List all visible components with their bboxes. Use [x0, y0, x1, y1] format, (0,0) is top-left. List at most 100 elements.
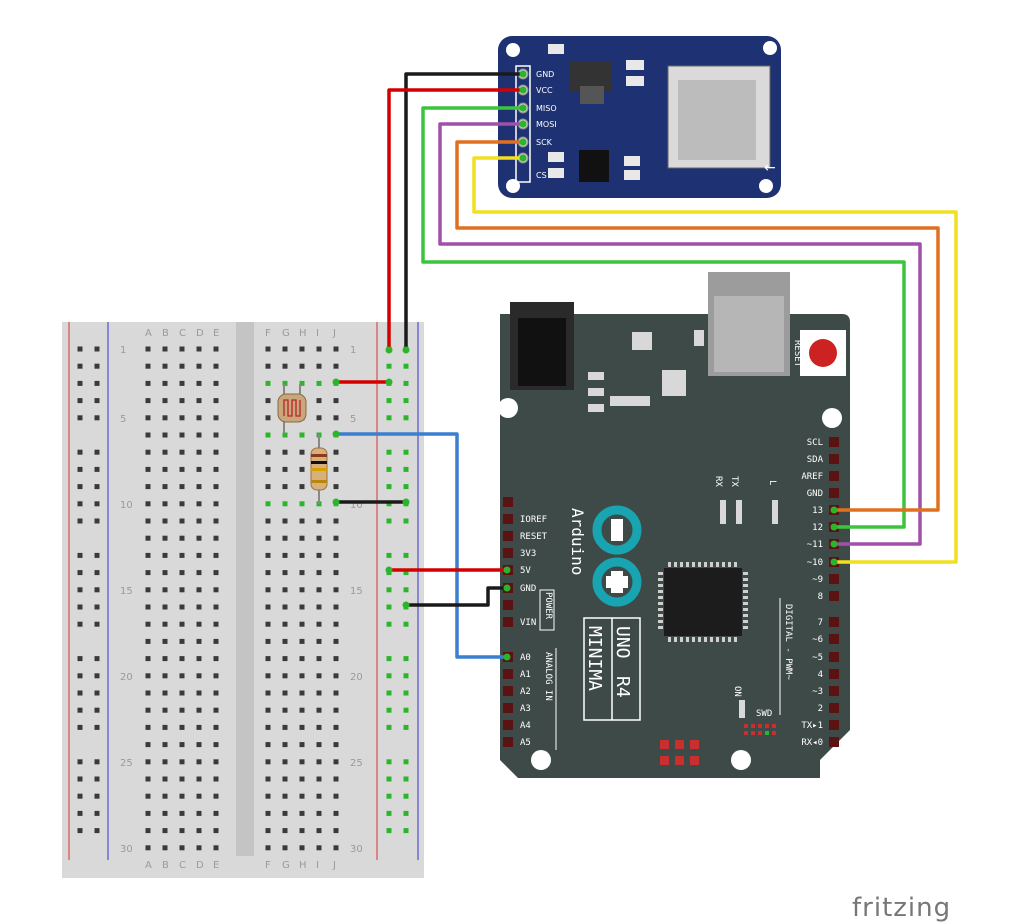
- mcu-pin: [686, 637, 689, 642]
- rail-hole: [94, 690, 100, 696]
- breadboard-hole: [196, 759, 202, 765]
- breadboard-hole: [282, 518, 288, 524]
- header-pin[interactable]: [829, 669, 839, 679]
- header-pin[interactable]: [829, 437, 839, 447]
- header-pin[interactable]: [829, 652, 839, 662]
- breadboard-hole: [265, 518, 271, 524]
- rail-hole: [94, 724, 100, 730]
- icsp-pin: [690, 740, 699, 749]
- header-pin[interactable]: [829, 737, 839, 747]
- breadboard-hole: [333, 604, 339, 610]
- header-pin[interactable]: [503, 600, 513, 610]
- breadboard-hole: [196, 656, 202, 662]
- breadboard-hole: [162, 742, 168, 748]
- breadboard-hole: [179, 845, 185, 851]
- breadboard-hole: [196, 552, 202, 558]
- header-pin[interactable]: [503, 737, 513, 747]
- breadboard-hole: [333, 707, 339, 713]
- resistor-band: [311, 454, 327, 457]
- breadboard-hole: [213, 656, 219, 662]
- analog-pin-label: A5: [520, 738, 531, 748]
- breadboard-hole: [265, 810, 271, 816]
- breadboard-hole: [282, 793, 288, 799]
- breadboard-hole: [299, 466, 305, 472]
- reset-button[interactable]: [809, 339, 837, 367]
- breadboard-hole: [333, 570, 339, 576]
- header-pin[interactable]: [829, 703, 839, 713]
- rail-hole: [94, 363, 100, 369]
- analog-pin-label: A3: [520, 704, 531, 714]
- breadboard-hole: [179, 380, 185, 386]
- resistor-band: [311, 468, 327, 471]
- breadboard-hole: [145, 690, 151, 696]
- tx-label: TX: [729, 476, 739, 487]
- header-pin[interactable]: [503, 548, 513, 558]
- rail-hole: [403, 587, 409, 593]
- icsp-header: [660, 740, 699, 765]
- rail-hole: [403, 398, 409, 404]
- breadboard-hole: [213, 535, 219, 541]
- mount-hole: [531, 750, 551, 770]
- breadboard-hole: [265, 398, 271, 404]
- breadboard-hole: [145, 604, 151, 610]
- header-pin[interactable]: [503, 497, 513, 507]
- breadboard-hole: [179, 638, 185, 644]
- rail-hole: [94, 587, 100, 593]
- breadboard-hole: [145, 432, 151, 438]
- header-pin[interactable]: [829, 574, 839, 584]
- breadboard-hole: [299, 845, 305, 851]
- swd-header: [744, 724, 776, 735]
- breadboard-hole: [265, 415, 271, 421]
- header-pin[interactable]: [829, 617, 839, 627]
- rail-hole: [403, 707, 409, 713]
- breadboard-hole: [213, 484, 219, 490]
- breadboard-hole: [265, 449, 271, 455]
- breadboard-hole: [282, 656, 288, 662]
- breadboard-hole: [333, 724, 339, 730]
- wire-vcc-sd: [387, 88, 525, 352]
- analog-pin-label: A2: [520, 687, 531, 697]
- breadboard-hole: [299, 432, 305, 438]
- rail-hole: [386, 363, 392, 369]
- header-pin[interactable]: [829, 471, 839, 481]
- header-pin[interactable]: [829, 720, 839, 730]
- header-pin[interactable]: [503, 720, 513, 730]
- header-pin[interactable]: [829, 488, 839, 498]
- header-pin[interactable]: [503, 514, 513, 524]
- rail-hole: [386, 690, 392, 696]
- breadboard-hole: [145, 501, 151, 507]
- header-pin[interactable]: [503, 531, 513, 541]
- breadboard-hole: [213, 673, 219, 679]
- rail-hole: [403, 793, 409, 799]
- header-pin[interactable]: [829, 686, 839, 696]
- rail-hole: [94, 793, 100, 799]
- breadboard-hole: [179, 828, 185, 834]
- rx-led: [720, 500, 726, 524]
- header-pin[interactable]: [503, 703, 513, 713]
- breadboard-hole: [213, 380, 219, 386]
- swd-pin: [751, 724, 755, 728]
- arduino-logo: [592, 505, 642, 607]
- level-shifter-chip: [579, 150, 609, 182]
- mcu-pin: [743, 620, 748, 623]
- smd-part: [626, 76, 644, 86]
- breadboard-hole: [162, 346, 168, 352]
- rail-hole: [77, 398, 83, 404]
- sd-pin-label: CS: [536, 171, 547, 180]
- header-pin[interactable]: [503, 686, 513, 696]
- logo-plus-circle: [592, 557, 642, 607]
- breadboard-hole: [162, 570, 168, 576]
- row-label: 15: [120, 586, 133, 597]
- header-pin[interactable]: [829, 634, 839, 644]
- header-pin[interactable]: [829, 591, 839, 601]
- mcu-pin: [686, 562, 689, 567]
- breadboard-hole: [282, 724, 288, 730]
- header-pin[interactable]: [503, 617, 513, 627]
- header-pin[interactable]: [829, 454, 839, 464]
- breadboard-hole: [196, 673, 202, 679]
- breadboard-hole: [316, 518, 322, 524]
- header-pin[interactable]: [503, 669, 513, 679]
- breadboard-hole: [333, 398, 339, 404]
